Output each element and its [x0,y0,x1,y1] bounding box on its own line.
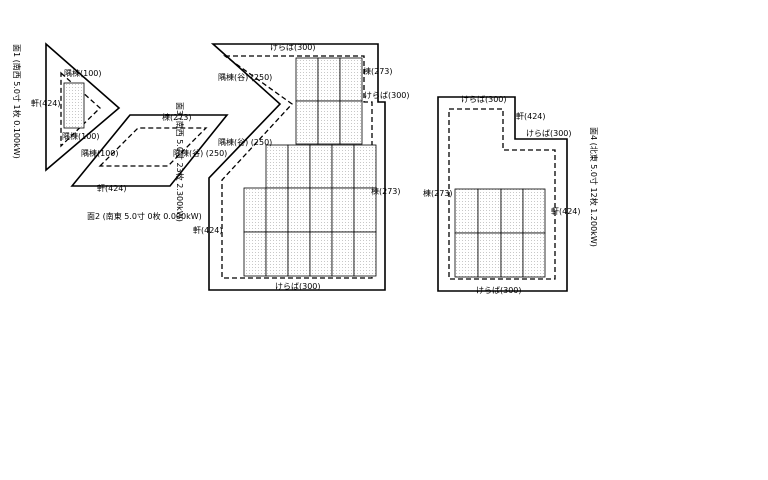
solar-panel [295,57,319,102]
solar-panel [309,231,333,277]
face2-label-ridge: 棟(273) [162,112,192,122]
face3-inner-outline [221,55,373,279]
solar-panel [454,188,479,234]
face3-label-verge-right: けらば(300) [364,91,410,100]
solar-panel [265,231,289,277]
solar-panel [500,188,524,234]
solar-panel [295,100,319,145]
solar-panel [265,144,289,189]
solar-panel [243,187,267,233]
face4-label-ridge: 棟(273) [423,188,453,198]
face4-label-verge-top: けらば(300) [461,95,507,104]
face3-label-hip-valley-1: 隅棟(谷) (250) [218,72,272,82]
solar-panel [500,232,524,278]
face4-label-verge-bottom: けらば(300) [476,286,522,295]
face4-label-verge-step: けらば(300) [526,129,572,138]
solar-panel [522,232,546,278]
face3-outline [208,43,386,291]
face1-group: 面1 (南西 5.0寸 1枚 0.100kW) 隅棟(100) 軒(424) 隅… [12,42,121,172]
face2-title: 面2 (南東 5.0寸 0枚 0.000kW) [87,211,202,221]
face4-title: 面4 (北東 5.0寸 12枚 1.200kW) [589,127,599,247]
face3-upper-panels [295,57,363,145]
solar-panel [522,188,546,234]
face3-label-ridge-upper: 棟(273) [363,66,393,76]
solar-panel [317,57,341,102]
face4-inner-outline [448,108,556,280]
face4-panels [454,188,546,278]
face4-label-eave-top: 軒(424) [516,112,546,121]
face2-outline [70,114,229,187]
face3-group: けらば(300) 隅棟(谷) (250) 棟(273) けらば(300) 隅棟(… [175,43,410,291]
solar-panel [339,100,363,145]
face3-label-verge-bottom: けらば(300) [275,282,321,291]
face4-label-eave-right: 軒(424) [551,207,581,216]
solar-panel [287,144,311,189]
face3-label-hip-valley-2: 隅棟(谷) (250) [218,137,272,147]
solar-panel [309,187,333,233]
face3-title: 面3 (南西 5.0寸 23枚 2.300kW) [175,102,185,222]
solar-panel [63,82,85,129]
face3-label-verge-top: けらば(300) [270,43,316,52]
solar-panel [287,231,311,277]
solar-panel [339,57,363,102]
solar-panel [353,144,377,189]
face3-lower-panels [243,187,377,277]
solar-panel [265,187,289,233]
face3-middle-panels [265,144,377,189]
solar-panel [477,188,502,234]
face2-label-hip: 隅棟(100) [81,148,119,158]
face1-label-ridge-bottom: 隅棟(100) [62,131,100,141]
face1-label-eave: 軒(424) [31,99,61,108]
solar-panel [309,144,333,189]
solar-panel [331,231,355,277]
face2-inner-outline [98,127,208,167]
face1-outline [45,42,121,172]
solar-panel [331,187,355,233]
solar-panel [331,144,355,189]
solar-panel [477,232,502,278]
face2-group: 棟(273) 隅棟(100) 隅棟(谷) (250) 軒(424) 面2 (南東… [70,112,229,221]
solar-panel [243,231,267,277]
face3-label-eave: 軒(424) [193,226,223,235]
solar-panel [317,100,341,145]
solar-panel [454,232,479,278]
face2-label-eave: 軒(424) [97,184,127,193]
face3-label-ridge-mid: 棟(273) [371,186,401,196]
face1-title: 面1 (南西 5.0寸 1枚 0.100kW) [12,44,22,159]
face1-label-ridge-top: 隅棟(100) [64,68,102,78]
face4-group: けらば(300) 軒(424) けらば(300) 棟(273) 軒(424) け… [423,95,599,295]
face2-label-valley: 隅棟(谷) (250) [173,148,227,158]
face4-outline [437,96,568,292]
solar-panel [353,231,377,277]
solar-panel [287,187,311,233]
